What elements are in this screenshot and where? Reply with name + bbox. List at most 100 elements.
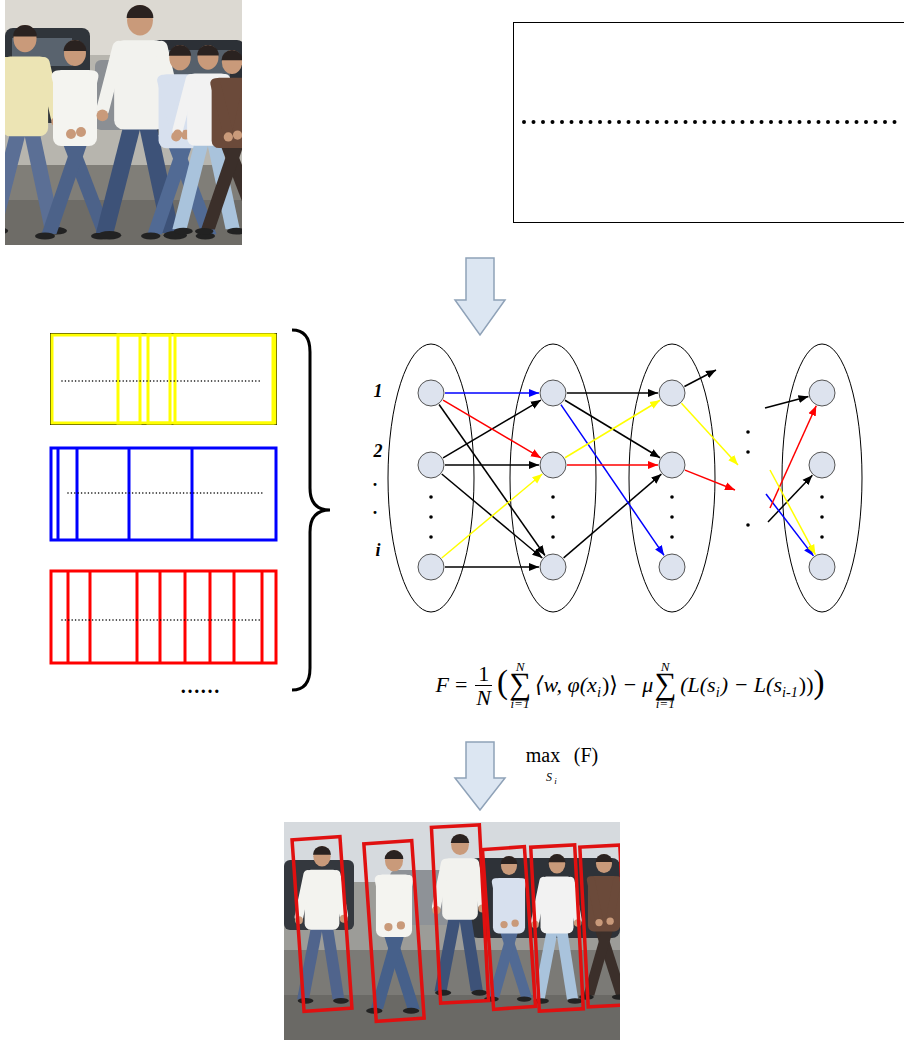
transition-arrow: [684, 370, 716, 387]
segmentation-box: [51, 448, 276, 540]
pedestrian-figure-part: [401, 880, 409, 923]
formula-term: i=1: [510, 697, 529, 710]
pedestrian-figure-part: [299, 874, 308, 917]
state-node: [659, 380, 685, 406]
pedestrian-figure-part: [212, 78, 242, 148]
state-node: [418, 380, 444, 406]
segmentation-box: [51, 334, 277, 425]
pedestrian-figure-part: [595, 919, 602, 926]
formula-term: i=1: [656, 697, 675, 710]
ellipsis-dot: [820, 535, 824, 539]
transition-arrow: [445, 566, 539, 568]
pedestrian-figure-part: [53, 70, 97, 146]
state-node: [659, 554, 685, 580]
pedestrian-figure-part: [13, 25, 37, 37]
pedestrian-figure-part: [313, 846, 330, 867]
pedestrian-figure-part: [385, 850, 403, 871]
segmentation-box-part: [261, 571, 264, 663]
segmentation-box-part: [233, 571, 236, 663]
transition-arrow: [443, 400, 541, 458]
row-index: 2: [374, 442, 383, 460]
stage-ellipse: [388, 344, 474, 612]
pedestrian-figure-part: [141, 233, 161, 240]
ellipsis-dot: [551, 535, 555, 539]
segmentation-box-part: [62, 380, 262, 382]
pedestrian-figure-part: [459, 915, 483, 991]
pedestrian-figure-part: [81, 76, 93, 128]
objective-term: i: [554, 777, 557, 786]
pedestrian-figure-part: [436, 863, 445, 907]
state-node: [659, 452, 685, 478]
formula-term: i: [716, 685, 720, 699]
segmentation-box-part: [57, 448, 60, 540]
pedestrian-figure: [96, 5, 187, 240]
pedestrian-figure-part: [501, 856, 518, 864]
transition-arrow: [766, 494, 813, 556]
transition-arrow: [565, 400, 660, 458]
pedestrian-figure-part: [451, 834, 469, 855]
pedestrian-figure-part: [172, 140, 209, 229]
pedestrian-figure-part: [169, 45, 190, 70]
objective-term: S: [546, 771, 552, 783]
formula-term: ) − L(s: [721, 674, 782, 696]
pedestrian-figure-part: [596, 854, 612, 873]
stage-ellipse: [510, 344, 596, 612]
pedestrian-figure-part: [379, 880, 388, 924]
segmentation-box-part: [184, 571, 187, 663]
formula-term: ⟨w, φ(x: [535, 674, 597, 696]
pedestrian-figure-part: [127, 5, 154, 18]
segmentation-box-part: [51, 571, 276, 663]
detection-box: [431, 825, 488, 1003]
pedestrian-figure-part: [5, 63, 6, 120]
pedestrian-figure-part: [5, 227, 8, 235]
transition-arrow: [561, 405, 664, 556]
ellipsis-dot: [746, 523, 750, 527]
pedestrian-figure-part: [233, 130, 242, 139]
pedestrian-figure-part: [238, 83, 242, 131]
ellipsis-dot: [670, 515, 674, 519]
segmentation-box: [51, 571, 276, 663]
pedestrian-figure-part: [435, 990, 451, 996]
formula-term: ): [814, 666, 825, 699]
pedestrian-figure-part: [496, 882, 504, 921]
stage-ellipse: [782, 344, 862, 612]
detection-photo-part: [284, 822, 620, 1040]
pedestrian-figure-part: [195, 228, 214, 235]
pedestrian-figure-part: [224, 132, 233, 141]
formula-term: ∑: [509, 669, 531, 700]
dotted-panel-part: [524, 120, 904, 124]
segmentation-box-part: [62, 619, 262, 621]
pedestrian-figure-part: [227, 228, 242, 235]
pedestrian-figure-part: [222, 50, 242, 74]
pedestrian-figure-part: [197, 45, 219, 55]
transition-arrow: [567, 392, 658, 394]
state-node: [540, 380, 566, 406]
formula-term: (L(s: [680, 674, 715, 696]
dotted-panel-part: [514, 23, 904, 223]
pedestrian-figure-part: [588, 876, 620, 931]
state-node: [809, 554, 835, 580]
transition-arrow: [770, 406, 816, 508]
state-node: [809, 380, 835, 406]
detection-box: [531, 845, 584, 1011]
formula-term: F: [435, 674, 448, 696]
row-index: .: [373, 471, 378, 489]
ellipsis-dot: [429, 515, 433, 519]
ellipsis-dot: [746, 430, 750, 434]
pedestrian-figure-part: [221, 50, 242, 60]
dotted-panel: [514, 23, 904, 223]
pedestrian-figure-part: [556, 929, 578, 1000]
pedestrian-figure-part: [493, 878, 525, 933]
segmentation-box-part: [148, 335, 170, 423]
pedestrian-figure-part: [612, 994, 620, 999]
pedestrian-figure-part: [397, 921, 405, 929]
transition-arrow: [445, 464, 539, 466]
segmentation-box-part: [175, 335, 273, 423]
pedestrian-figure-part: [515, 882, 522, 920]
pedestrian-figure-part: [501, 856, 517, 875]
pedestrian-figure-part: [549, 854, 566, 874]
pedestrian-figure-part: [178, 79, 191, 130]
ellipsis-dot: [820, 495, 824, 499]
